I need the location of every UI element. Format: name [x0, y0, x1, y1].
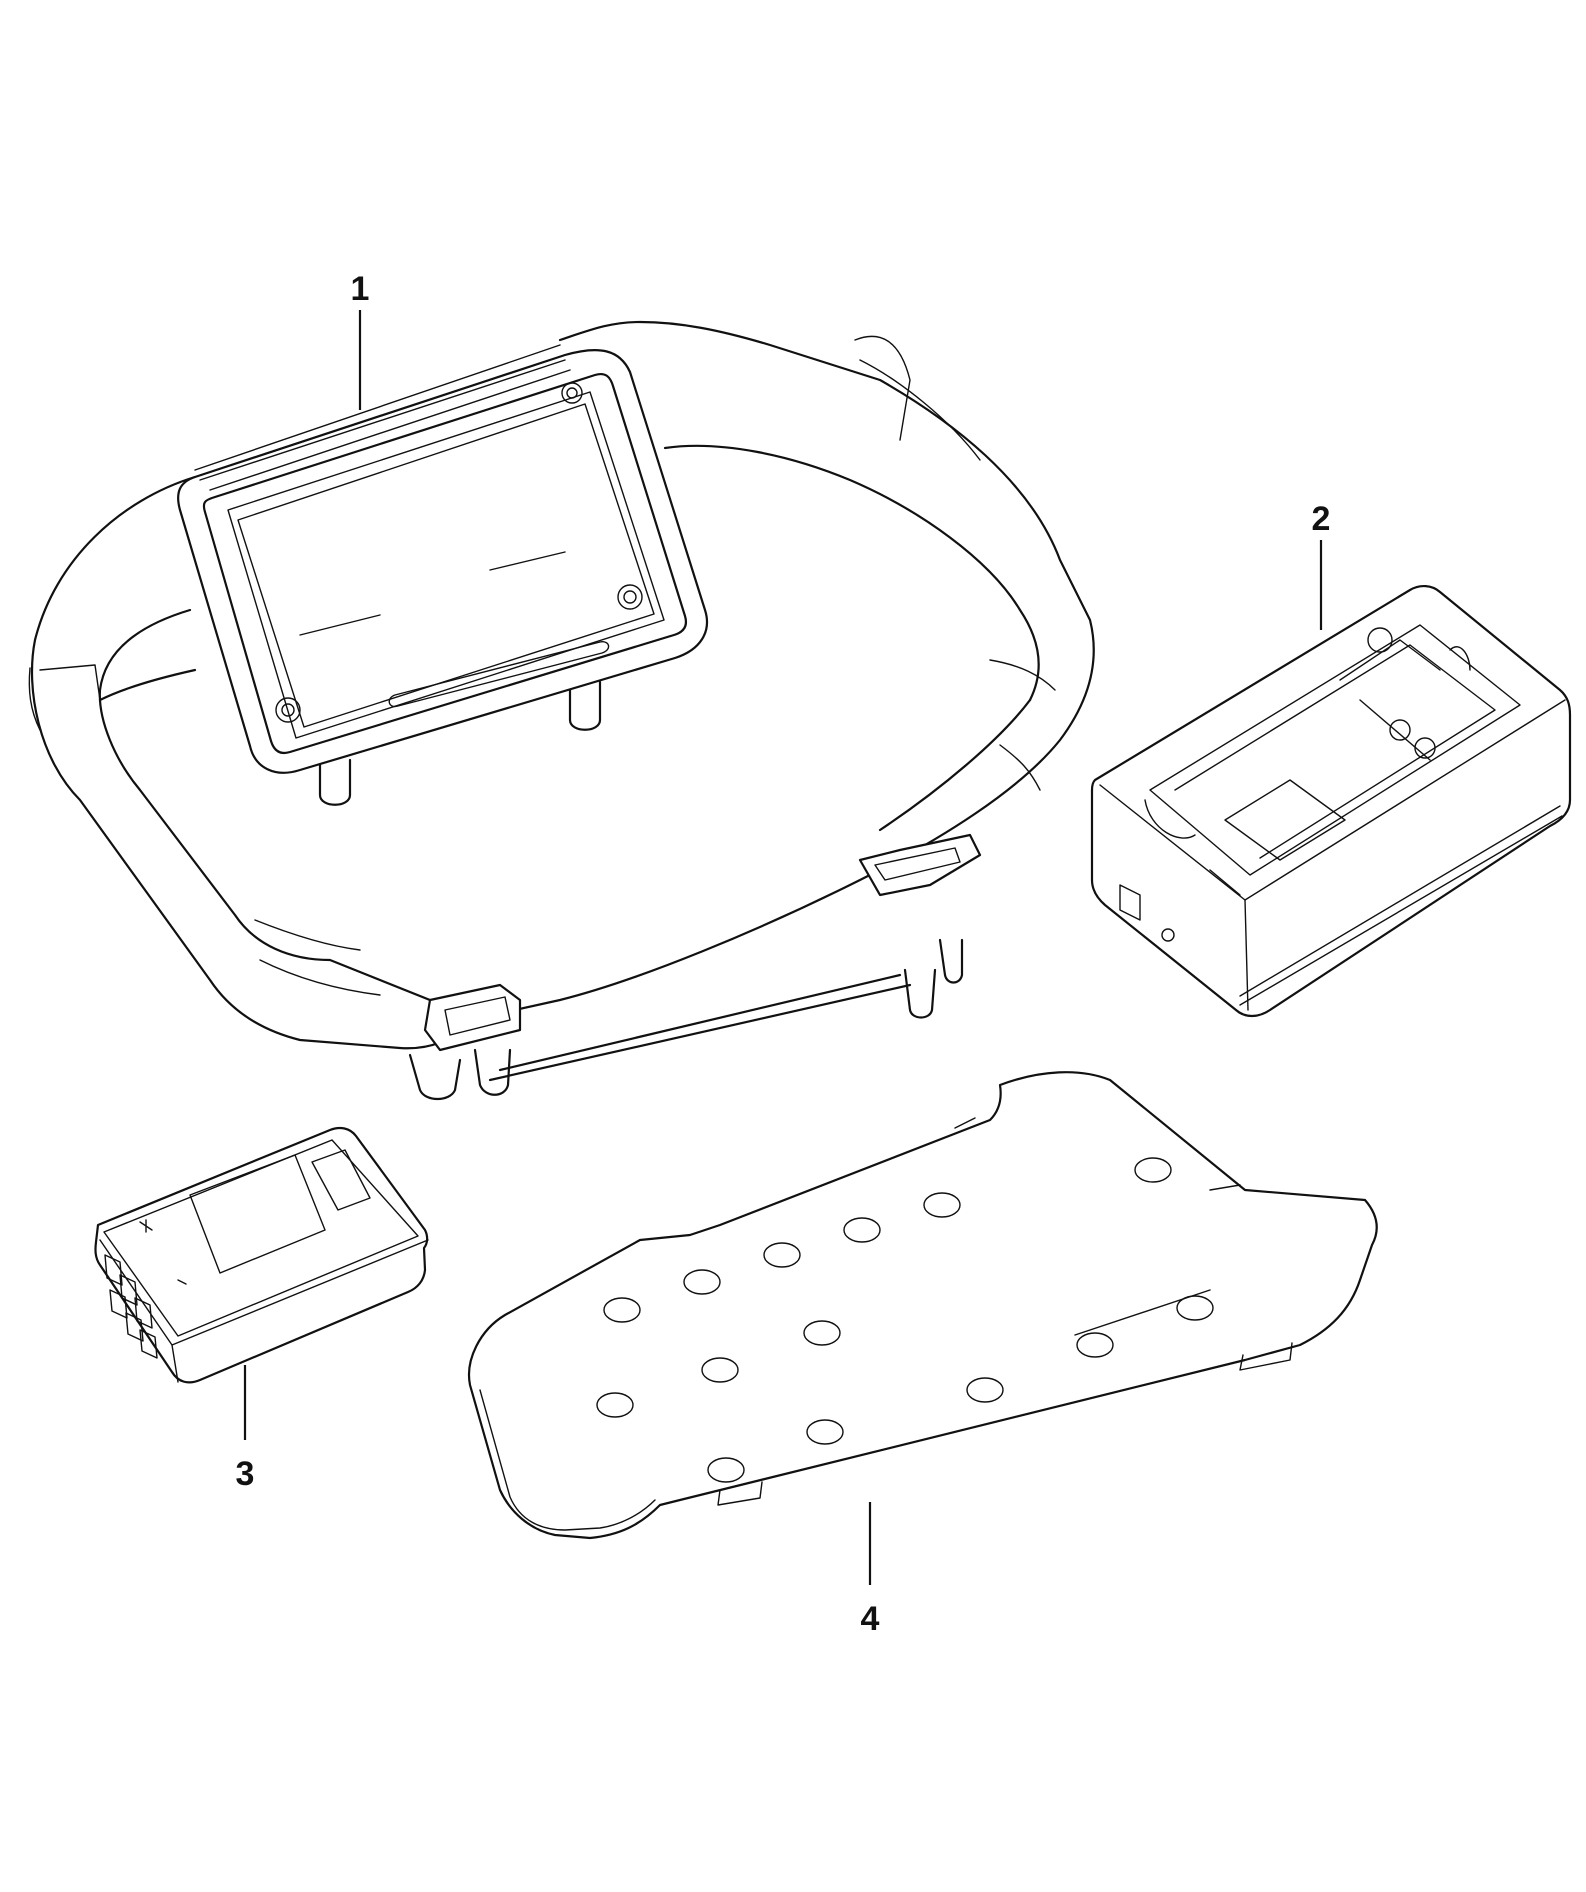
callout-1: 1: [351, 270, 370, 410]
part-3-module: [94, 1126, 429, 1384]
callout-3-label: 3: [236, 1455, 255, 1493]
plate-holes: [596, 1157, 1214, 1483]
part-4-plate: [467, 1071, 1378, 1540]
callout-1-label: 1: [351, 270, 370, 308]
part-2-holder: [1090, 585, 1572, 1018]
callout-2-label: 2: [1312, 500, 1331, 538]
part-1-frame: [28, 320, 1095, 1101]
callout-3: 3: [236, 1365, 255, 1493]
callout-4-label: 4: [861, 1600, 880, 1638]
callout-4: 4: [861, 1502, 880, 1638]
callout-2: 2: [1312, 500, 1331, 630]
